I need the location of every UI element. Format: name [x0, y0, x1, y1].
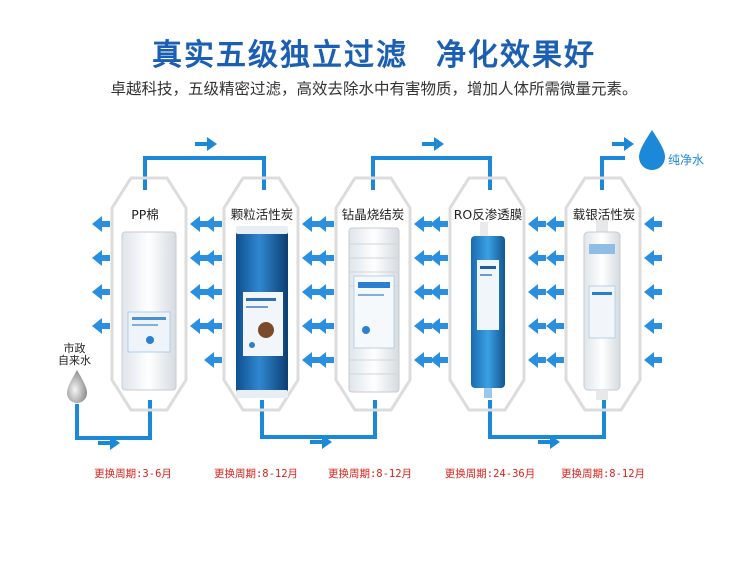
- pipe-3-4: [371, 156, 492, 190]
- tap-water-drop-icon: [67, 370, 87, 403]
- stage-3-arrows: [316, 216, 432, 368]
- period-granular-carbon: 更换周期:8-12月: [213, 468, 299, 480]
- stage-label-sintered-carbon: 钻晶烧结炭: [341, 207, 405, 222]
- pipe-4-5: [488, 400, 606, 439]
- flow-arrow-icon: [422, 137, 444, 151]
- cartridge-sintered-carbon: [348, 227, 400, 393]
- housing-3: [334, 176, 412, 412]
- cartridge-silver-carbon: [583, 220, 621, 400]
- stage-5-arrows: [546, 216, 662, 368]
- flow-arrow-icon: [612, 137, 634, 151]
- stage-1-arrows: [92, 216, 208, 334]
- stage-4-arrows: [430, 216, 546, 368]
- flow-arrow-icon: [98, 436, 120, 450]
- tap-water-label-line1: 市政: [63, 342, 86, 355]
- period-silver-carbon: 更换周期:8-12月: [560, 468, 646, 480]
- housing-1: [110, 176, 188, 412]
- period-pp: 更换周期:3-6月: [94, 468, 172, 480]
- cartridge-granular-carbon: [236, 226, 288, 398]
- pipe-1-2: [143, 156, 266, 190]
- pure-water-drop-icon: [639, 130, 665, 170]
- tap-water-label-line2: 自来水: [58, 354, 91, 367]
- stage-label-pp: PP棉: [131, 207, 159, 222]
- period-sintered-carbon: 更换周期:8-12月: [327, 468, 413, 480]
- housing-5: [564, 176, 642, 412]
- housing-4: [448, 176, 526, 412]
- flow-arrow-icon: [538, 435, 560, 449]
- flow-arrows: [98, 137, 634, 450]
- stage-label-granular-carbon: 颗粒活性炭: [230, 207, 294, 222]
- cartridge-pp: [121, 231, 177, 391]
- housing-2: [222, 176, 300, 412]
- page-subtitle: 卓越科技，五级精密过滤，高效去除水中有害物质，增加人体所需微量元素。: [110, 80, 638, 98]
- title-part-2: 净化效果好: [436, 38, 596, 73]
- title-part-1: 真实五级独立过滤: [152, 38, 408, 73]
- page-title: 真实五级独立过滤净化效果好: [0, 30, 748, 74]
- stage-label-silver-carbon: 载银活性炭: [572, 207, 636, 222]
- period-ro-membrane: 更换周期:24-36月: [444, 468, 536, 480]
- pipe-inlet: [75, 400, 152, 440]
- flow-arrow-icon: [195, 137, 217, 151]
- pure-water-label: 纯净水: [668, 153, 705, 167]
- stage-label-ro-membrane: RO反渗透膜: [453, 207, 523, 222]
- cartridge-ro-membrane: [471, 222, 505, 398]
- stage-2-arrows: [204, 216, 320, 368]
- pipe-outlet: [600, 156, 625, 190]
- tap-water-label: 市政 自来水: [58, 343, 91, 367]
- flow-arrow-icon: [310, 435, 332, 449]
- filter-housings: [110, 176, 642, 412]
- pipe-2-3: [260, 400, 377, 439]
